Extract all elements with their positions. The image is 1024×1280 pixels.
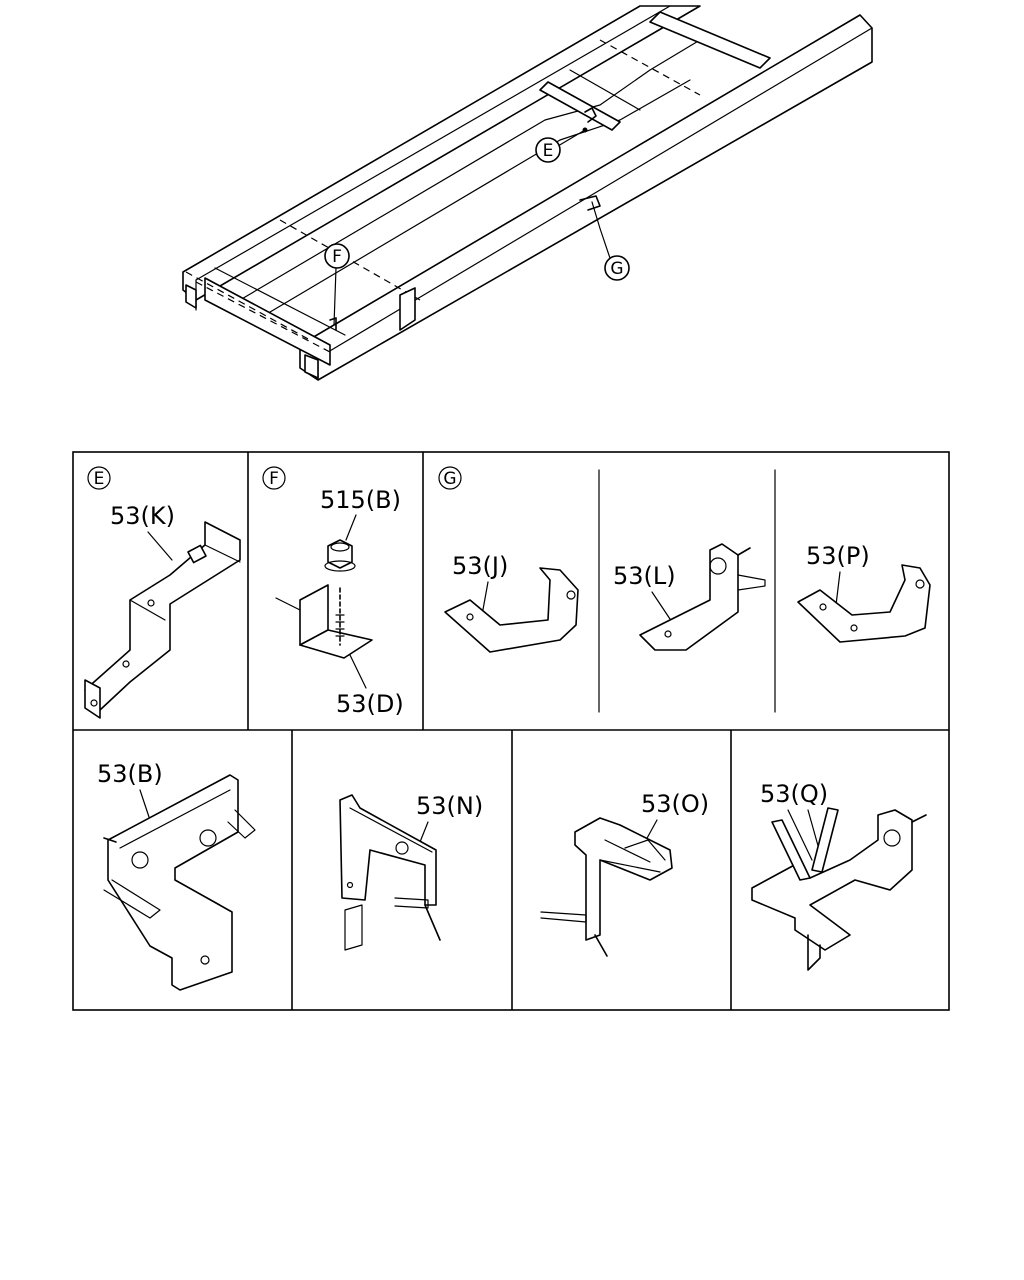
callout-e-label: E (543, 141, 554, 161)
detail-grid (72, 451, 950, 1011)
panel-53o: 53(O) (540, 790, 709, 957)
bracket-53j (444, 567, 579, 653)
part-label-53k: 53(K) (110, 502, 175, 530)
flange-nut-515b (324, 539, 356, 572)
part-label-53d: 53(D) (336, 690, 404, 718)
bracket-53p (797, 564, 931, 643)
bracket-53b (103, 774, 256, 991)
bracket-53l (639, 543, 766, 651)
part-label-515b: 515(B) (320, 486, 401, 514)
panel-g: G 53(J) 53(L) 53(P) (438, 466, 931, 653)
panel-53n: 53(N) (339, 792, 483, 951)
chassis-frame (182, 5, 873, 381)
callout-f-label: F (332, 247, 342, 267)
bracket-53k (84, 521, 241, 719)
panel-f: F 515(B) 53(D) (262, 466, 404, 718)
part-label-53n: 53(N) (416, 792, 483, 820)
panel-f-letter: F (269, 469, 279, 489)
callout-f: F (324, 243, 350, 326)
panel-e: E 53(K) (84, 466, 241, 719)
part-label-53p: 53(P) (806, 542, 870, 570)
callout-g: G (591, 201, 630, 281)
bracket-53d (275, 584, 373, 659)
bracket-53o (540, 817, 673, 957)
part-label-53b: 53(B) (97, 760, 163, 788)
bracket-53q (751, 807, 927, 971)
callout-g-label: G (610, 259, 623, 279)
part-label-53j: 53(J) (452, 552, 508, 580)
part-label-53o: 53(O) (641, 790, 709, 818)
panel-53q: 53(Q) (751, 780, 927, 971)
part-label-53l: 53(L) (613, 562, 676, 590)
bracket-53n (339, 794, 441, 951)
part-label-53q: 53(Q) (760, 780, 828, 808)
panel-g-letter: G (443, 469, 456, 489)
panel-53b: 53(B) (97, 760, 256, 991)
panel-e-letter: E (94, 469, 105, 489)
callout-e: E (535, 127, 588, 163)
